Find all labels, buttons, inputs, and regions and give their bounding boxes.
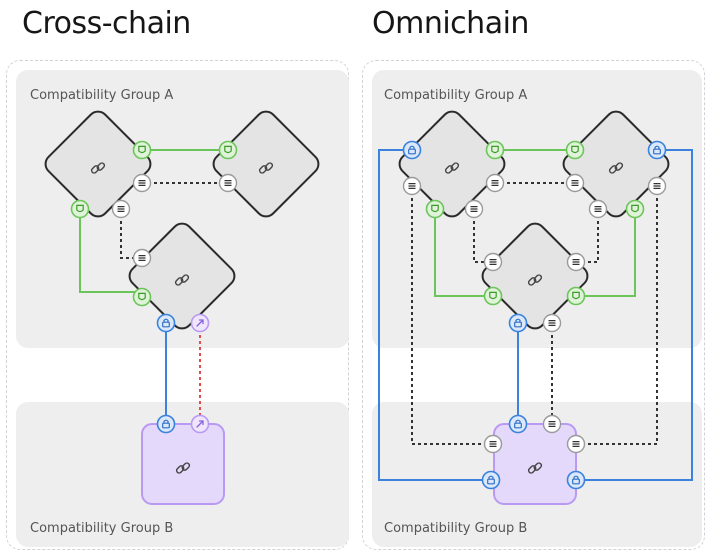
- omnichain-group-b-label: Compatibility Group B: [384, 521, 528, 536]
- blue-link-right: [576, 149, 693, 481]
- shield-icon: [425, 199, 445, 219]
- list-icon: [542, 414, 562, 434]
- list-icon: [111, 199, 131, 219]
- shield-icon: [625, 199, 645, 219]
- list-icon: [566, 434, 586, 454]
- cross-chain-title: Cross-chain: [22, 6, 191, 41]
- list-icon: [483, 252, 503, 272]
- arrow-up-right-icon: [190, 414, 210, 434]
- list-icon: [483, 434, 503, 454]
- cross-chain-node-b: [141, 423, 225, 505]
- omnichain-node-3: [481, 222, 589, 330]
- cross-chain-node-1: [44, 110, 152, 218]
- list-icon: [464, 199, 484, 219]
- shield-icon: [218, 140, 238, 160]
- lock-icon: [156, 414, 176, 434]
- shield-icon: [483, 286, 503, 306]
- cross-chain-node-2: [212, 110, 320, 218]
- omnichain-title: Omnichain: [372, 6, 529, 41]
- lock-icon: [508, 414, 528, 434]
- green-link-left: [79, 209, 142, 293]
- list-icon: [132, 248, 152, 268]
- shield-icon: [565, 140, 585, 160]
- omnichain-node-b: [493, 423, 577, 505]
- omnichain-node-1: [398, 110, 506, 218]
- list-icon: [485, 173, 505, 193]
- lock-icon: [508, 313, 528, 333]
- list-icon: [565, 173, 585, 193]
- list-icon: [566, 252, 586, 272]
- shield-icon: [132, 287, 152, 307]
- omnichain-node-2: [562, 110, 670, 218]
- list-icon: [588, 199, 608, 219]
- list-icon: [402, 176, 422, 196]
- lock-icon: [156, 313, 176, 333]
- shield-icon: [132, 140, 152, 160]
- list-icon: [647, 176, 667, 196]
- omnichain-group-a-label: Compatibility Group A: [384, 88, 528, 103]
- list-icon: [218, 173, 238, 193]
- shield-icon: [485, 140, 505, 160]
- blue-link-left: [378, 149, 491, 481]
- shield-icon: [70, 199, 90, 219]
- lock-icon: [647, 140, 667, 160]
- cross-chain-group-a-label: Compatibility Group A: [30, 88, 174, 103]
- cross-chain-node-3: [128, 222, 236, 330]
- lock-icon: [402, 140, 422, 160]
- list-icon: [132, 173, 152, 193]
- lock-icon: [481, 470, 501, 490]
- omnichain-panel: [362, 60, 705, 550]
- shield-icon: [566, 286, 586, 306]
- cross-chain-group-b-label: Compatibility Group B: [30, 521, 174, 536]
- lock-icon: [566, 470, 586, 490]
- list-icon: [542, 313, 562, 333]
- arrow-up-right-icon: [190, 313, 210, 333]
